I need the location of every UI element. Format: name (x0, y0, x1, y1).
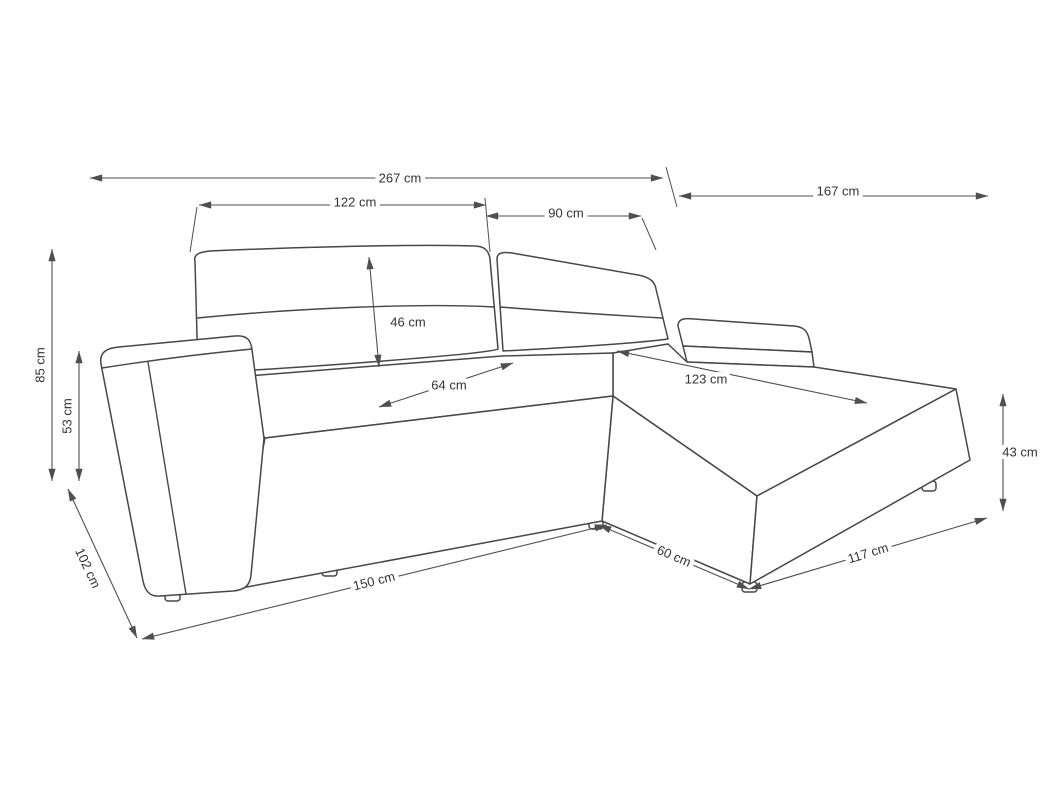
left-armrest (99, 335, 265, 597)
dim-label-seat-depth: 64 cm (431, 378, 466, 393)
dim-line-front-edge-length (141, 524, 608, 640)
dim-label-chaise-front-edge: 117 cm (846, 540, 890, 567)
dim-line-side-depth (67, 488, 138, 639)
dim-label-left-backrest-width: 122 cm (334, 195, 377, 210)
dim-label-right-backrest-width: 90 cm (548, 206, 583, 221)
dim-label-sofa-section-width: 267 cm (379, 171, 422, 186)
dim-label-chaise-height: 43 cm (1002, 445, 1037, 460)
extension-line (189, 206, 198, 253)
extension-lines (189, 166, 678, 253)
dim-line-seat-depth (378, 362, 514, 408)
back-cushion-left-seam (196, 304, 495, 319)
dimension-lines (48, 174, 1007, 640)
dim-label-front-edge-length: 150 cm (351, 569, 396, 594)
dim-line-chaise-length (616, 349, 868, 405)
right-armrest-top (677, 317, 813, 353)
dim-label-overall-height: 85 cm (33, 347, 48, 382)
sofa-drawing (99, 244, 971, 602)
left-armrest-top-edge (101, 348, 253, 369)
dim-line-chaise-front-offset (598, 524, 750, 590)
dim-label-side-depth: 102 cm (72, 546, 104, 591)
dim-line-backrest-height (366, 256, 382, 368)
extension-line (641, 217, 657, 251)
dim-label-armrest-height: 53 cm (60, 398, 75, 433)
back-cushion-right-seam (499, 306, 663, 319)
dim-label-chaise-length: 123 cm (685, 372, 728, 387)
dim-label-backrest-height: 46 cm (390, 315, 425, 330)
extension-line (484, 197, 491, 253)
back-cushion-right (496, 251, 669, 352)
dim-line-chaise-front-edge (748, 517, 988, 590)
dim-label-chaise-section-width: 167 cm (817, 184, 860, 199)
extension-line (665, 166, 678, 208)
back-cushion-left (193, 244, 499, 374)
